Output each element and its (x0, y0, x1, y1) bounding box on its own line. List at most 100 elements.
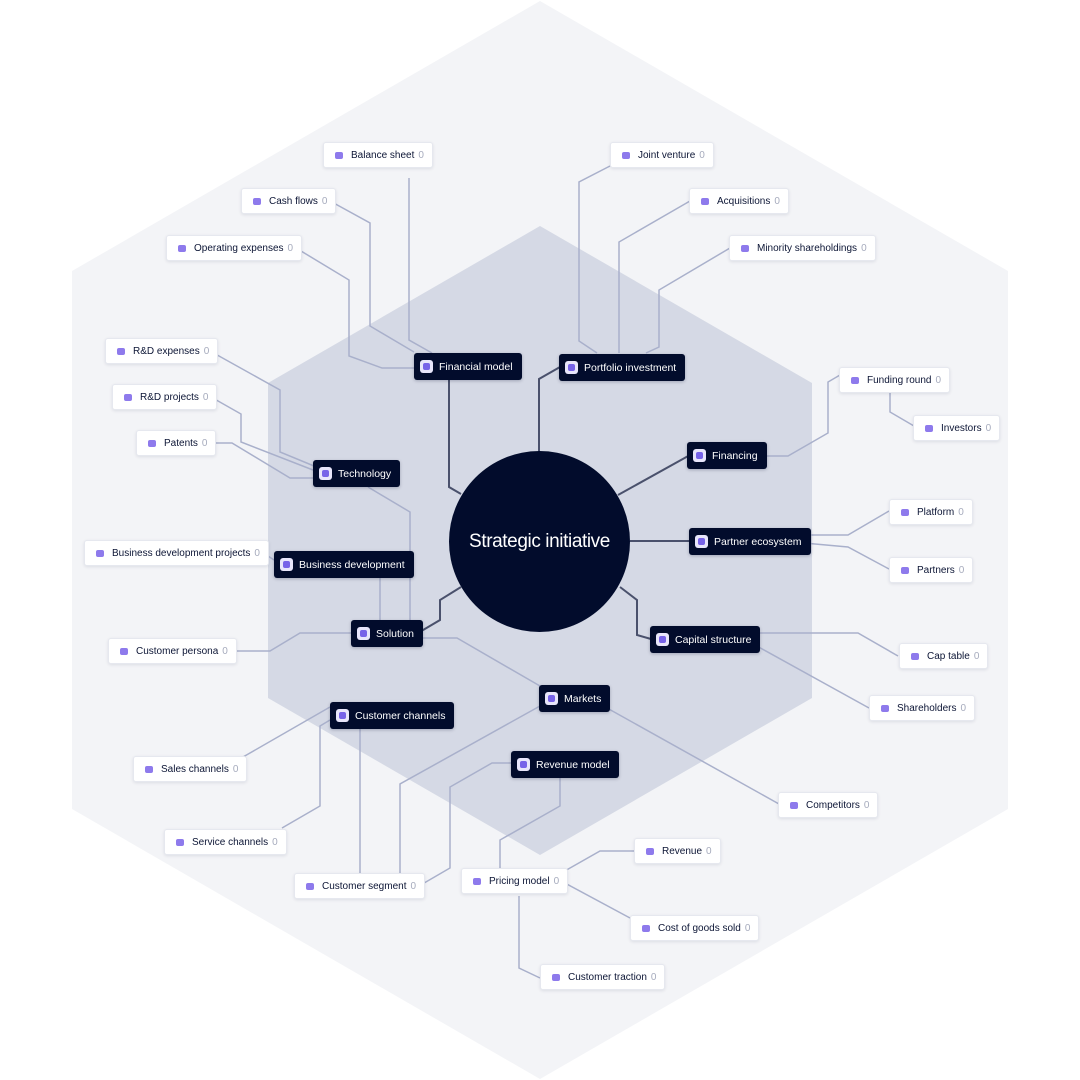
leaf-count: 0 (321, 195, 328, 207)
leaf-count: 0 (706, 845, 712, 857)
leaf-service-channels[interactable]: Service channels 0 (164, 829, 287, 855)
category-financial-model[interactable]: Financial model (414, 353, 522, 380)
leaf-label: Partners (917, 564, 955, 576)
revenue-icon (644, 845, 656, 857)
business-development-icon (280, 558, 293, 571)
category-capital-structure[interactable]: Capital structure (650, 626, 761, 653)
leaf-label: Sales channels (161, 763, 229, 775)
leaf-cash-flows[interactable]: Cash flows 0 (241, 188, 337, 214)
category-partner-ecosystem[interactable]: Partner ecosystem (689, 528, 811, 555)
solution-icon (357, 627, 370, 640)
patents-icon (146, 437, 158, 449)
leaf-count: 0 (650, 971, 657, 983)
leaf-customer-segment[interactable]: Customer segment 0 (294, 873, 426, 899)
cash-flows-icon (251, 195, 263, 207)
leaf-label: Joint venture (638, 149, 696, 161)
leaf-count: 0 (774, 195, 780, 207)
acquisitions-icon (699, 195, 711, 207)
category-portfolio-investment[interactable]: Portfolio investment (559, 354, 686, 381)
leaf-count: 0 (222, 645, 228, 657)
leaf-label: Investors (941, 422, 982, 434)
leaf-label: Acquisitions (717, 195, 771, 207)
leaf-customer-traction[interactable]: Customer traction 0 (540, 964, 666, 990)
platform-icon (899, 506, 911, 518)
leaf-joint-venture[interactable]: Joint venture 0 (610, 142, 714, 168)
leaf-platform[interactable]: Platform 0 (889, 499, 973, 525)
leaf-count: 0 (699, 149, 705, 161)
leaf-count: 0 (287, 242, 294, 254)
leaf-revenue[interactable]: Revenue 0 (634, 838, 721, 864)
shareholders-icon (879, 702, 891, 714)
markets-icon (545, 692, 558, 705)
leaf-count: 0 (272, 836, 278, 848)
pricing-model-icon (471, 875, 483, 887)
category-business-development[interactable]: Business development (274, 551, 414, 578)
leaf-label: Shareholders (897, 702, 957, 714)
category-label: Markets (564, 692, 602, 705)
cap-table-icon (909, 650, 921, 662)
category-label: Financial model (439, 360, 513, 373)
leaf-cap-table[interactable]: Cap table 0 (899, 643, 989, 669)
leaf-label: Customer persona (136, 645, 219, 657)
leaf-count: 0 (958, 506, 964, 518)
leaf-label: Platform (917, 506, 955, 518)
hub-label: Strategic initiative (469, 530, 610, 552)
leaf-count: 0 (202, 391, 209, 403)
leaf-business-development-projects[interactable]: Business development projects 0 (84, 540, 269, 566)
leaf-count: 0 (232, 763, 239, 775)
leaf-count: 0 (410, 880, 417, 892)
leaf-acquisitions[interactable]: Acquisitions 0 (689, 188, 789, 214)
leaf-investors[interactable]: Investors 0 (913, 415, 1001, 441)
leaf-sales-channels[interactable]: Sales channels 0 (133, 756, 248, 782)
cost-of-goods-sold-icon (640, 922, 652, 934)
leaf-rd-expenses[interactable]: R&D expenses 0 (105, 338, 219, 364)
financing-icon (693, 449, 706, 462)
customer-segment-icon (304, 880, 316, 892)
partner-ecosystem-icon (695, 535, 708, 548)
hub-node[interactable]: Strategic initiative (449, 451, 630, 632)
customer-traction-icon (550, 971, 562, 983)
capital-structure-icon (656, 633, 669, 646)
leaf-label: Funding round (867, 374, 932, 386)
category-markets[interactable]: Markets (539, 685, 611, 712)
leaf-patents[interactable]: Patents 0 (136, 430, 217, 456)
leaf-label: Service channels (192, 836, 269, 848)
leaf-label: R&D projects (140, 391, 199, 403)
leaf-label: Business development projects (112, 547, 251, 559)
category-revenue-model[interactable]: Revenue model (511, 751, 619, 778)
leaf-shareholders[interactable]: Shareholders 0 (869, 695, 976, 721)
category-label: Capital structure (675, 633, 752, 646)
leaf-rd-projects[interactable]: R&D projects 0 (112, 384, 218, 410)
category-label: Technology (338, 467, 392, 480)
category-financing[interactable]: Financing (687, 442, 767, 469)
leaf-competitors[interactable]: Competitors 0 (778, 792, 879, 818)
leaf-label: Revenue (662, 845, 703, 857)
leaf-partners[interactable]: Partners 0 (889, 557, 974, 583)
leaf-label: Operating expenses (194, 242, 284, 254)
leaf-label: Cap table (927, 650, 970, 662)
rd-projects-icon (122, 391, 134, 403)
category-solution[interactable]: Solution (351, 620, 423, 647)
leaf-minority-shareholdings[interactable]: Minority shareholdings 0 (729, 235, 876, 261)
leaf-count: 0 (201, 437, 208, 449)
leaf-connectors (209, 165, 915, 979)
leaf-label: Customer segment (322, 880, 407, 892)
customer-channels-icon (336, 709, 349, 722)
sales-channels-icon (143, 763, 155, 775)
leaf-funding-round[interactable]: Funding round 0 (839, 367, 951, 393)
operating-expenses-icon (176, 242, 188, 254)
leaf-customer-persona[interactable]: Customer persona 0 (108, 638, 237, 664)
leaf-cost-of-goods-sold[interactable]: Cost of goods sold 0 (630, 915, 760, 941)
hub-connectors (417, 366, 691, 640)
leaf-label: Customer traction (568, 971, 647, 983)
leaf-count: 0 (744, 922, 751, 934)
leaf-count: 0 (973, 650, 980, 662)
customer-persona-icon (118, 645, 130, 657)
category-customer-channels[interactable]: Customer channels (330, 702, 455, 729)
leaf-pricing-model[interactable]: Pricing model 0 (461, 868, 569, 894)
leaf-operating-expenses[interactable]: Operating expenses 0 (166, 235, 303, 261)
leaf-label: Patents (164, 437, 198, 449)
category-technology[interactable]: Technology (313, 460, 401, 487)
leaf-balance-sheet[interactable]: Balance sheet 0 (323, 142, 433, 168)
portfolio-investment-icon (565, 361, 578, 374)
